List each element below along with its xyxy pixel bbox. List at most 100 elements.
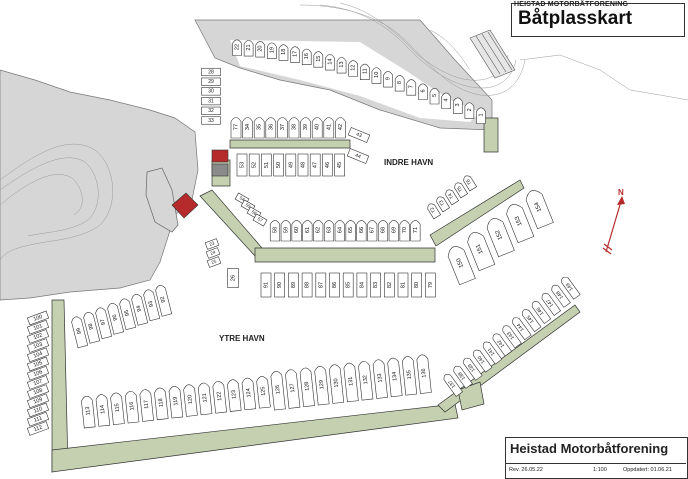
- berth-1[interactable]: 1: [476, 107, 486, 124]
- berth-17[interactable]: 17: [290, 46, 300, 63]
- berth-97[interactable]: 97: [95, 307, 113, 340]
- berth-142[interactable]: 142: [491, 332, 513, 357]
- berth-143[interactable]: 143: [501, 324, 522, 349]
- berth-107[interactable]: 107: [26, 375, 50, 390]
- berth-34[interactable]: 34: [242, 117, 253, 139]
- berth-74[interactable]: 74: [444, 188, 460, 206]
- berth-120[interactable]: 120: [183, 384, 198, 417]
- berth-48[interactable]: 48: [297, 153, 309, 177]
- berth-150[interactable]: 150: [446, 244, 476, 286]
- berth-94[interactable]: 94: [131, 293, 149, 326]
- berth-13[interactable]: 13: [336, 57, 347, 74]
- berth-115[interactable]: 115: [110, 392, 125, 426]
- berth-20[interactable]: 20: [255, 41, 266, 58]
- berth-152[interactable]: 152: [485, 216, 515, 258]
- berth-61[interactable]: 61: [302, 220, 313, 242]
- berth-93[interactable]: 93: [143, 289, 161, 322]
- berth-9[interactable]: 9: [383, 71, 393, 88]
- berth-81[interactable]: 81: [397, 272, 409, 298]
- berth-105[interactable]: 105: [26, 356, 50, 372]
- berth-60[interactable]: 60: [291, 220, 302, 242]
- berth-96[interactable]: 96: [107, 302, 125, 335]
- berth-153[interactable]: 153: [504, 202, 535, 244]
- berth-16[interactable]: 16: [301, 48, 312, 65]
- berth-28[interactable]: 28: [201, 67, 221, 77]
- berth-69[interactable]: 69: [388, 220, 399, 242]
- berth-45[interactable]: 45: [334, 153, 345, 177]
- berth-3[interactable]: 3: [452, 97, 463, 114]
- berth-108[interactable]: 108: [26, 384, 50, 399]
- berth-86[interactable]: 86: [329, 272, 340, 298]
- berth-40[interactable]: 40: [311, 117, 323, 139]
- berth-129[interactable]: 129: [314, 366, 330, 406]
- berth-119[interactable]: 119: [168, 386, 184, 419]
- berth-8[interactable]: 8: [394, 75, 405, 92]
- berth-5[interactable]: 5: [429, 88, 440, 105]
- berth-104[interactable]: 104: [26, 347, 50, 363]
- berth-25[interactable]: 25: [206, 256, 222, 268]
- berth-112[interactable]: 112: [26, 421, 50, 436]
- berth-14[interactable]: 14: [325, 54, 335, 71]
- berth-35[interactable]: 35: [253, 117, 265, 139]
- berth-114[interactable]: 114: [95, 394, 111, 427]
- berth-79[interactable]: 79: [425, 272, 436, 298]
- berth-123[interactable]: 123: [227, 379, 242, 412]
- berth-66[interactable]: 66: [356, 220, 367, 242]
- berth-137[interactable]: 137: [442, 373, 464, 397]
- berth-106[interactable]: 106: [26, 365, 50, 381]
- berth-87[interactable]: 87: [315, 272, 327, 298]
- berth-50[interactable]: 50: [273, 153, 284, 177]
- berth-36[interactable]: 36: [265, 117, 277, 139]
- berth-6[interactable]: 6: [418, 83, 428, 100]
- berth-31[interactable]: 31: [201, 97, 221, 106]
- berth-33[interactable]: 33: [201, 116, 221, 125]
- berth-38[interactable]: 38: [288, 117, 300, 139]
- berth-75[interactable]: 75: [453, 181, 469, 199]
- berth-117[interactable]: 117: [139, 389, 154, 422]
- berth-92[interactable]: 92: [155, 284, 173, 317]
- berth-102[interactable]: 102: [26, 329, 50, 344]
- berth-44[interactable]: 44: [346, 148, 370, 164]
- berth-127[interactable]: 127: [285, 369, 301, 409]
- berth-91[interactable]: 91: [260, 272, 272, 298]
- berth-136[interactable]: 136: [416, 354, 432, 394]
- berth-128[interactable]: 128: [299, 367, 315, 408]
- berth-42[interactable]: 42: [335, 117, 346, 139]
- berth-151[interactable]: 151: [465, 230, 496, 272]
- berth-41[interactable]: 41: [323, 117, 335, 139]
- berth-49[interactable]: 49: [285, 153, 297, 177]
- berth-24[interactable]: 24: [205, 247, 221, 259]
- berth-121[interactable]: 121: [197, 382, 213, 416]
- berth-15[interactable]: 15: [313, 51, 324, 68]
- berth-57[interactable]: 57: [252, 213, 268, 227]
- berth-51[interactable]: 51: [261, 153, 272, 177]
- berth-113[interactable]: 113: [81, 395, 96, 429]
- berth-29[interactable]: 29: [201, 77, 221, 86]
- berth-134[interactable]: 134: [387, 357, 403, 398]
- berth-118[interactable]: 118: [154, 387, 169, 421]
- berth-12[interactable]: 12: [348, 60, 358, 77]
- berth-68[interactable]: 68: [377, 220, 389, 242]
- berth-100[interactable]: 100: [26, 310, 50, 326]
- berth-72[interactable]: 72: [426, 202, 442, 220]
- berth-58[interactable]: 58: [269, 220, 281, 242]
- berth-148[interactable]: 148: [550, 283, 571, 308]
- berth-145[interactable]: 145: [521, 308, 542, 333]
- berth-144[interactable]: 144: [511, 316, 532, 341]
- berth-67[interactable]: 67: [367, 220, 378, 242]
- berth-73[interactable]: 73: [435, 195, 451, 213]
- berth-4[interactable]: 4: [441, 92, 451, 109]
- berth-126[interactable]: 126: [270, 371, 286, 411]
- berth-99[interactable]: 99: [71, 316, 89, 349]
- berth-90[interactable]: 90: [274, 272, 286, 298]
- berth-32[interactable]: 32: [201, 106, 221, 115]
- berth-77[interactable]: 77: [230, 117, 242, 139]
- berth-43[interactable]: 43: [347, 127, 371, 143]
- berth-98[interactable]: 98: [83, 311, 101, 344]
- berth-149[interactable]: 149: [560, 275, 581, 300]
- berth-131[interactable]: 131: [343, 362, 359, 403]
- berth-26[interactable]: 26: [227, 268, 239, 288]
- berth-30[interactable]: 30: [201, 87, 221, 96]
- berth-146[interactable]: 146: [530, 300, 552, 324]
- berth-133[interactable]: 133: [372, 359, 388, 399]
